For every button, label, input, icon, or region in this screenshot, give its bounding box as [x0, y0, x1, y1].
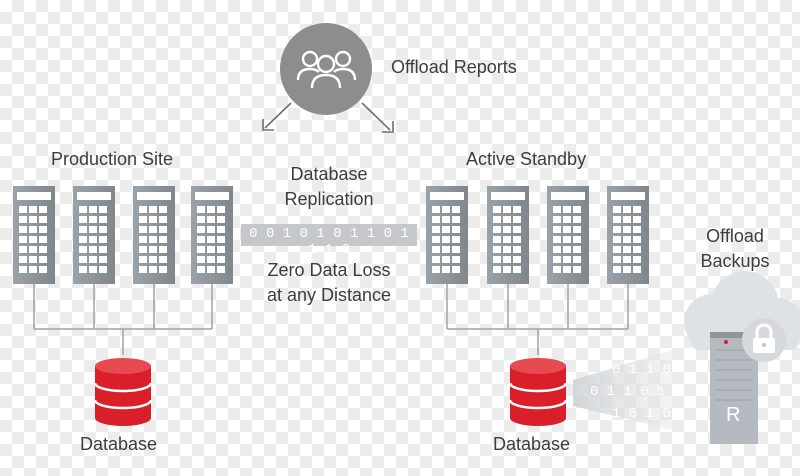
replication-title-line1: Database	[290, 164, 368, 184]
production-database-label: Database	[80, 434, 158, 454]
offload-reports-node	[280, 23, 372, 115]
report-arrows	[262, 102, 394, 133]
replication-link	[241, 224, 417, 246]
production-server-4	[191, 186, 233, 284]
replication-bitstream: 0 0 1 0 1 0 1 1 0 1 1 1 0	[249, 226, 409, 258]
active-standby-title: Active Standby	[466, 149, 587, 169]
standby-connectors	[446, 284, 629, 355]
standby-server-group	[426, 186, 649, 284]
lock-icon	[742, 318, 786, 362]
standby-server-4	[607, 186, 649, 284]
production-server-group	[13, 186, 233, 284]
standby-database-icon	[508, 358, 568, 426]
backup-bits-line3: 1 0 1 0	[612, 406, 671, 422]
standby-server-1	[426, 186, 468, 284]
production-server-3	[133, 186, 175, 284]
production-server-2	[73, 186, 115, 284]
offload-reports-label: Offload Reports	[391, 57, 517, 77]
backup-stream	[573, 350, 672, 430]
standby-server-3	[547, 186, 589, 284]
people-group-icon	[296, 50, 357, 89]
offload-backups-line2: Backups	[700, 251, 770, 271]
backup-bits-line1: 0 1 1 0	[612, 362, 671, 378]
production-connectors	[33, 284, 213, 355]
appliance-letter: R	[726, 404, 741, 426]
replication-title-line2: Replication	[284, 189, 374, 209]
zero-data-loss-line1: Zero Data Loss	[267, 260, 391, 280]
production-server-1	[13, 186, 55, 284]
standby-server-2	[487, 186, 529, 284]
production-site-title: Production Site	[51, 149, 174, 169]
offload-backups-line1: Offload	[706, 226, 764, 246]
standby-database-label: Database	[493, 434, 571, 454]
production-database-icon	[93, 358, 153, 426]
backup-bits-line2: 0 1 1 0 1 0	[590, 384, 683, 400]
zero-data-loss-line2: at any Distance	[266, 285, 392, 305]
